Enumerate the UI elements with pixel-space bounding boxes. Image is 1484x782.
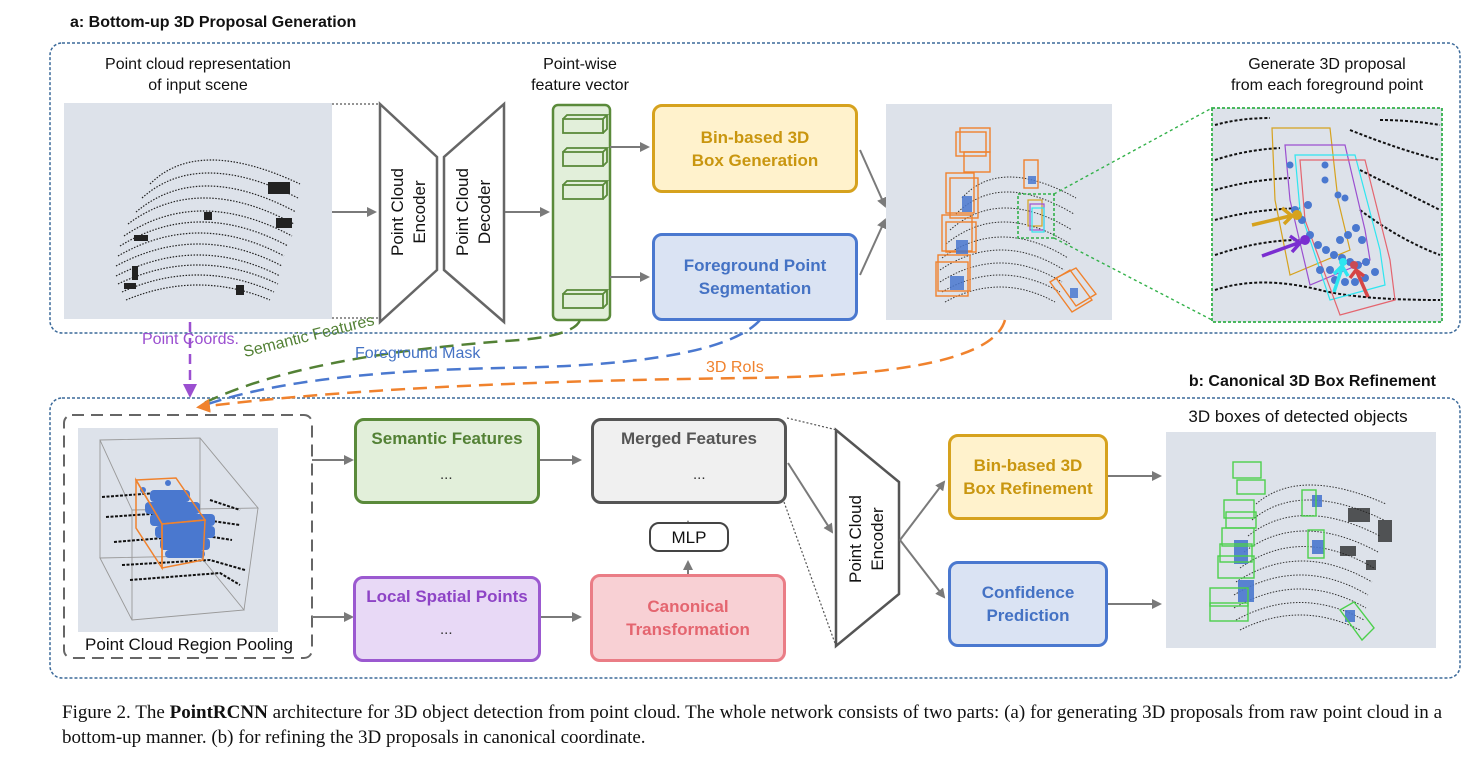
segmentation-line1: Foreground Point — [683, 256, 827, 275]
refinement-line2: Box Refinement — [963, 479, 1093, 498]
encoder-a-shape — [378, 101, 439, 325]
pointwise-feature-column — [551, 103, 612, 322]
feature-vector-label: Point-wise feature vector — [510, 54, 650, 96]
proposal-scene-image — [886, 104, 1112, 320]
green-detection-boxes — [1209, 461, 1375, 642]
input-scene-label-line1: Point cloud representation — [105, 56, 291, 73]
encoder-a-label-line1: Point Cloud — [388, 168, 407, 256]
zoom-region-box — [1017, 193, 1055, 239]
section-b-title: b: Canonical 3D Box Refinement — [1188, 373, 1436, 390]
canonical-line1: Canonical — [647, 597, 729, 616]
confidence-prediction-box: Confidence Prediction — [948, 561, 1108, 647]
encoder-a-label: Point Cloud Encoder — [387, 152, 431, 272]
caption-body: architecture for 3D object detection fro… — [62, 702, 1443, 748]
decoder-a-label: Point Cloud Decoder — [452, 152, 496, 272]
decoder-a-label-line2: Decoder — [475, 179, 494, 245]
feature-cuboids — [562, 114, 610, 309]
box-generation-line2: Box Generation — [691, 150, 819, 170]
confidence-line2: Prediction — [986, 606, 1070, 625]
detected-objects-image — [1166, 432, 1436, 648]
section-a-title: a: Bottom-up 3D Proposal Generation — [70, 14, 357, 31]
proposal-label-line2: from each foreground point — [1230, 77, 1424, 94]
mlp-label: MLP — [671, 527, 707, 547]
bin-based-box-refinement: Bin-based 3D Box Refinement — [948, 434, 1108, 520]
rois-label: 3D RoIs — [706, 359, 764, 376]
canonical-line2: Transformation — [626, 620, 750, 639]
merged-features-box: Merged Features — [591, 418, 787, 504]
local-spatial-points-box: Local Spatial Points — [353, 576, 541, 662]
confidence-line1: Confidence — [981, 583, 1075, 602]
input-point-cloud-image — [64, 103, 332, 319]
region-pooling-image — [78, 428, 278, 632]
semantic-features-connector — [199, 319, 582, 407]
semantic-features-ellipsis: ... — [440, 466, 453, 483]
encoder-b-label-line1: Point Cloud — [846, 495, 865, 583]
region-pooling-label: Point Cloud Region Pooling — [85, 635, 293, 654]
foreground-mask-label: Foreground Mask — [355, 345, 481, 362]
feature-vector-label-line1: Point-wise — [543, 56, 617, 73]
caption-model-name: PointRCNN — [169, 702, 268, 723]
point-coords-label: Point Coords. — [142, 331, 239, 348]
mlp-box: MLP — [649, 522, 729, 552]
refinement-line1: Bin-based 3D — [973, 456, 1083, 475]
encoder-b-label-line2: Encoder — [868, 507, 887, 571]
architecture-diagram — [49, 42, 1461, 679]
zoomed-proposal-image — [1211, 107, 1443, 323]
proposal-label-line1: Generate 3D proposal — [1248, 56, 1406, 73]
input-scene-label: Point cloud representation of input scen… — [64, 54, 332, 96]
detected-objects-label: 3D boxes of detected objects — [1188, 407, 1408, 426]
segmentation-line2: Segmentation — [698, 279, 812, 298]
encoder-a-label-line2: Encoder — [410, 180, 429, 244]
merged-features-title: Merged Features — [620, 429, 758, 448]
encoder-b-shape — [834, 427, 901, 649]
region-pooling-frame — [63, 414, 313, 659]
foreground-mask-connector — [204, 319, 761, 407]
proposal-label: Generate 3D proposal from each foregroun… — [1196, 54, 1458, 96]
decoder-a-label-line1: Point Cloud — [453, 168, 472, 256]
semantic-features-box: Semantic Features — [354, 418, 540, 504]
orange-proposal-boxes — [935, 127, 1098, 313]
section-a-frame — [49, 42, 1461, 334]
rois-connector — [196, 319, 1007, 413]
feature-vector-label-line2: feature vector — [531, 77, 629, 94]
caption-prefix: Figure 2. The — [62, 702, 170, 723]
section-b-frame — [49, 397, 1461, 679]
canonical-transformation-box: Canonical Transformation — [590, 574, 786, 662]
local-spatial-ellipsis: ... — [440, 621, 453, 638]
figure-caption: Figure 2. The PointRCNN architecture for… — [62, 700, 1442, 750]
bin-based-box-generation: Bin-based 3D Box Generation — [652, 104, 858, 193]
encoder-b-label: Point Cloud Encoder — [845, 479, 889, 599]
local-spatial-points-title: Local Spatial Points — [366, 587, 528, 606]
input-scene-label-line2: of input scene — [148, 77, 248, 94]
semantic-features-title: Semantic Features — [371, 429, 523, 448]
foreground-point-segmentation: Foreground Point Segmentation — [652, 233, 858, 321]
decoder-a-shape — [442, 101, 506, 325]
merged-features-ellipsis: ... — [693, 466, 706, 483]
box-generation-line1: Bin-based 3D — [700, 127, 810, 147]
